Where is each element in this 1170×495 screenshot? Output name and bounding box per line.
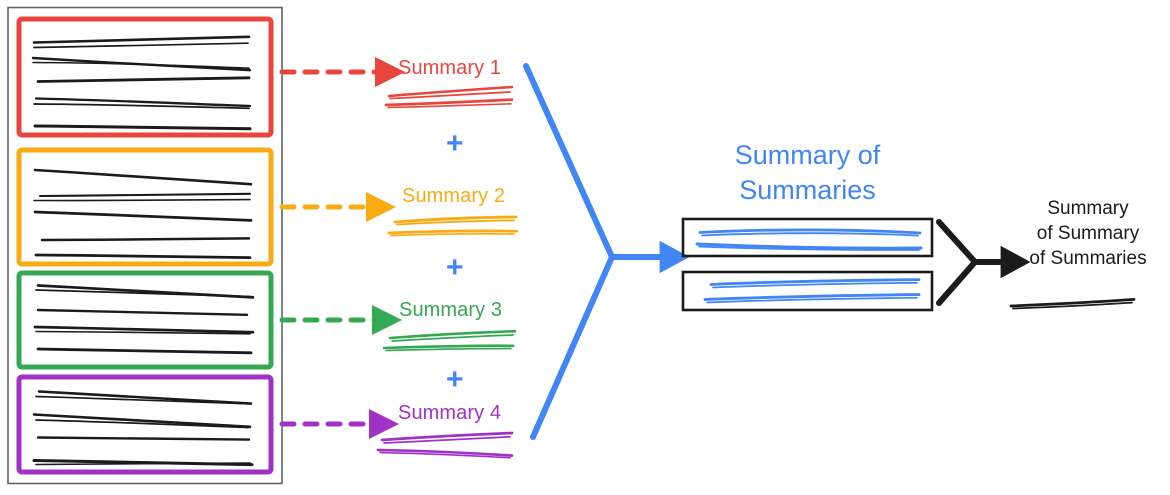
sos-scribble-1: [695, 228, 923, 251]
plus-operator-1: +: [446, 127, 464, 160]
final-funnel-connector: [936, 219, 978, 306]
final-output-line-3: of Summaries: [1029, 248, 1147, 270]
document-group-box-1[interactable]: [16, 16, 274, 138]
sos-title-line-1: Summary of: [734, 140, 881, 170]
plus-operator-2: +: [446, 251, 464, 284]
summary-scribble-4: [376, 431, 514, 459]
source-documents-panel: [7, 6, 283, 485]
final-output-line-1: Summary: [1047, 198, 1129, 219]
final-output-label: Summary of Summary of Summaries: [1006, 196, 1170, 271]
summary-scribble-2: [387, 215, 519, 237]
document-group-lines-3: [33, 284, 255, 355]
plus-operator-3: +: [446, 363, 464, 396]
final-output-scribble: [1009, 298, 1136, 310]
document-group-lines-1: [31, 35, 252, 131]
summary-label-1[interactable]: Summary 1: [398, 57, 502, 79]
sos-box-2[interactable]: [681, 270, 934, 312]
sos-title-line-2: Summaries: [739, 174, 876, 205]
sos-scribble-2: [703, 278, 921, 304]
document-group-box-3[interactable]: [16, 270, 274, 370]
summary-scribble-1: [384, 85, 514, 109]
summary-of-summaries-title: Summary of Summaries: [683, 138, 932, 207]
summary-label-4[interactable]: Summary 4: [398, 402, 502, 424]
document-group-lines-2: [33, 168, 253, 259]
summary-label-2[interactable]: Summary 2: [402, 185, 506, 207]
document-group-box-4[interactable]: [16, 374, 274, 475]
summary-label-3[interactable]: Summary 3: [399, 299, 503, 321]
final-output-line-2: of Summary: [1036, 223, 1140, 245]
document-group-box-2[interactable]: [16, 147, 274, 267]
document-group-lines-4: [32, 390, 254, 467]
summary-scribble-3: [382, 329, 517, 352]
aggregate-funnel-connector: [523, 63, 615, 440]
sos-box-1[interactable]: [681, 217, 934, 258]
